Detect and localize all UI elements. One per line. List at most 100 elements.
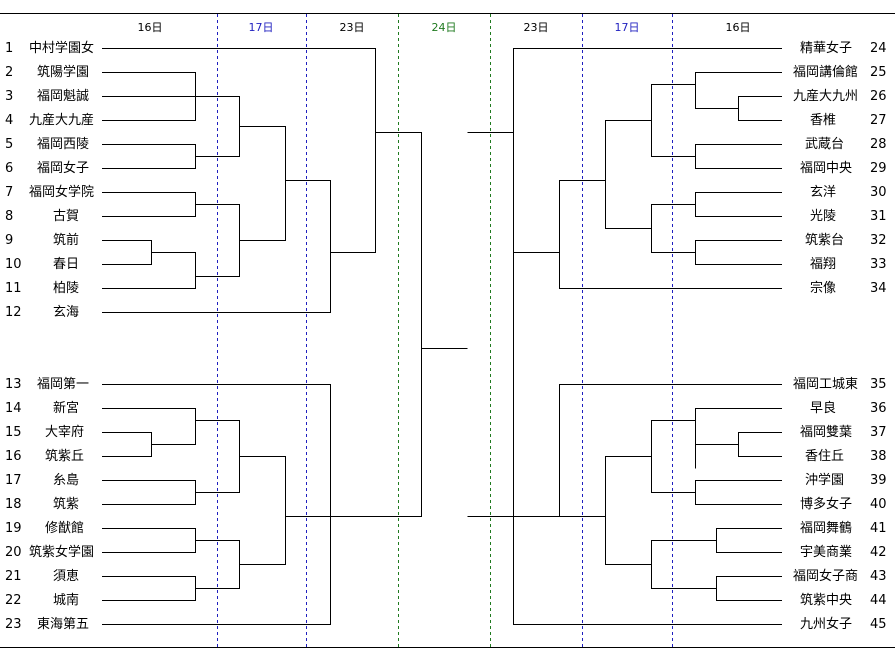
left-team-name: 大宰府 — [45, 424, 84, 440]
left-team-number: 11 — [5, 281, 22, 296]
left-team-name: 東海第五 — [37, 616, 89, 632]
bracket-line — [375, 132, 422, 517]
bracket-line — [102, 240, 152, 265]
bracket-line — [195, 540, 240, 589]
left-team-name: 須恵 — [53, 569, 79, 584]
right-team-number: 41 — [870, 521, 887, 536]
left-bracket-lines — [102, 48, 422, 625]
left-team-name: 新宮 — [53, 400, 79, 416]
bracket-line — [239, 456, 286, 565]
right-team-name: 筑紫台 — [805, 232, 844, 248]
left-team-number: 14 — [5, 401, 22, 416]
right-team-number: 28 — [870, 137, 887, 152]
right-team-name: 玄洋 — [810, 185, 836, 200]
right-team-number: 27 — [870, 113, 887, 128]
date-left-17: 17日 — [249, 21, 274, 34]
left-team-number: 3 — [5, 89, 13, 104]
bracket-line — [695, 192, 782, 217]
right-team-name: 福岡雙葉 — [800, 425, 852, 440]
left-team-number: 18 — [5, 497, 22, 512]
right-team-number: 34 — [870, 281, 887, 296]
bracket-line — [102, 48, 376, 253]
left-team-name: 筑陽学園 — [37, 64, 89, 80]
left-team-name: 筑紫女学園 — [29, 544, 94, 560]
bracket-line — [738, 96, 782, 121]
bracket-line — [716, 528, 782, 553]
bracket-line — [102, 144, 196, 169]
left-team-name: 春日 — [53, 257, 79, 272]
bracket-line — [102, 528, 196, 553]
left-team-name: 筑紫 — [53, 496, 79, 512]
bracket-line — [102, 408, 196, 445]
date-left-16: 16日 — [138, 21, 163, 34]
right-teams: 精華女子 24 福岡講倫館 25 九産大九州 26 香椎 27 武蔵台 28 福… — [793, 40, 887, 632]
left-team-name: 城南 — [53, 592, 79, 608]
bracket-line — [651, 540, 717, 589]
right-team-number: 39 — [870, 473, 887, 488]
right-team-number: 38 — [870, 449, 887, 464]
right-team-number: 35 — [870, 377, 887, 392]
right-team-name: 福翔 — [810, 257, 836, 272]
left-team-number: 23 — [5, 617, 22, 632]
left-team-number: 12 — [5, 305, 22, 320]
bracket-line — [695, 144, 782, 169]
right-team-name: 精華女子 — [800, 40, 852, 56]
right-team-number: 40 — [870, 497, 887, 512]
right-team-number: 36 — [870, 401, 887, 416]
date-headers: 16日 17日 23日 24日 23日 17日 16日 — [138, 21, 751, 34]
bracket-line — [102, 432, 152, 457]
left-team-number: 20 — [5, 545, 22, 560]
left-team-name: 中村学園女 — [29, 40, 94, 56]
left-team-number: 7 — [5, 185, 13, 200]
right-team-number: 31 — [870, 209, 887, 224]
bracket-line — [651, 204, 696, 253]
bracket-line — [695, 72, 782, 109]
bracket-line — [513, 516, 782, 625]
right-team-name: 早良 — [810, 400, 836, 416]
right-team-name: 香椎 — [810, 113, 836, 128]
left-team-number: 9 — [5, 233, 13, 248]
left-team-number: 13 — [5, 377, 22, 392]
left-team-name: 福岡魁誠 — [37, 88, 89, 104]
left-team-name: 福岡女子 — [37, 160, 89, 176]
left-team-name: 玄海 — [53, 305, 79, 320]
left-team-number: 4 — [5, 113, 13, 128]
left-teams: 1 中村学園女 2 筑陽学園 3 福岡魁誠 4 九産大九産 5 福岡西陵 6 福… — [5, 40, 94, 632]
bracket-line — [605, 120, 652, 229]
right-team-number: 30 — [870, 185, 887, 200]
right-team-number: 32 — [870, 233, 887, 248]
date-right-23: 23日 — [524, 21, 549, 34]
left-team-number: 19 — [5, 521, 22, 536]
right-bracket-lines — [467, 48, 782, 625]
left-team-number: 1 — [5, 41, 13, 56]
bracket-line — [559, 180, 782, 289]
bracket-line — [695, 480, 782, 505]
frame — [0, 13, 895, 648]
left-team-number: 8 — [5, 209, 13, 224]
bracket-line — [102, 576, 196, 601]
left-team-name: 福岡西陵 — [37, 137, 89, 152]
left-team-number: 10 — [5, 257, 22, 272]
left-team-name: 福岡女学院 — [29, 184, 94, 200]
left-team-name: 福岡第一 — [37, 377, 89, 392]
left-team-number: 6 — [5, 161, 13, 176]
left-team-name: 糸島 — [53, 473, 79, 488]
bracket-line — [102, 192, 196, 217]
right-team-number: 43 — [870, 569, 887, 584]
right-team-name: 博多女子 — [800, 496, 852, 512]
left-team-name: 筑前 — [53, 232, 79, 248]
right-team-name: 筑紫中央 — [800, 592, 852, 608]
left-team-number: 15 — [5, 425, 22, 440]
date-final-24: 24日 — [432, 21, 457, 34]
date-right-17: 17日 — [615, 21, 640, 34]
bracket-line — [195, 204, 240, 277]
left-team-number: 2 — [5, 65, 13, 80]
bracket-line — [738, 432, 782, 457]
bracket-line — [513, 384, 782, 517]
right-team-name: 宇美商業 — [800, 544, 852, 560]
right-team-number: 26 — [870, 89, 887, 104]
right-team-number: 33 — [870, 257, 887, 272]
left-team-number: 16 — [5, 449, 22, 464]
left-team-number: 22 — [5, 593, 22, 608]
